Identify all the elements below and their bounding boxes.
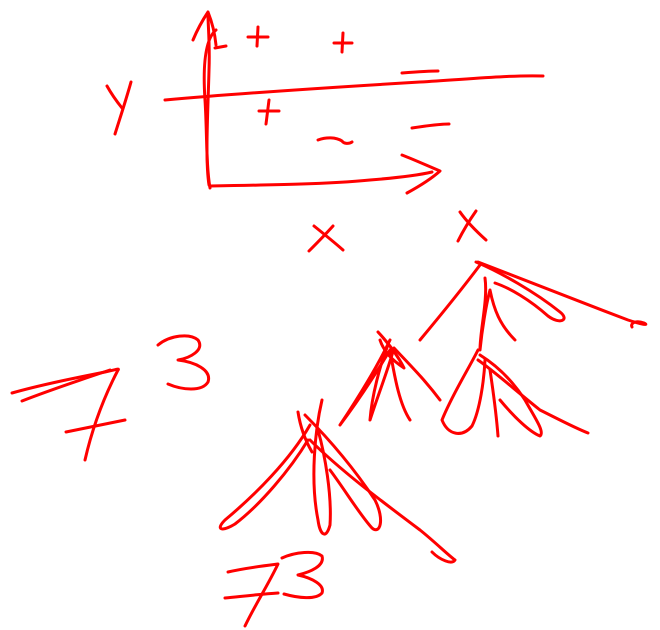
tree-branch-left bbox=[418, 263, 482, 342]
tree-lower-3 bbox=[303, 413, 383, 532]
tree-diagram bbox=[218, 260, 648, 564]
minus-sign-3 bbox=[410, 122, 451, 130]
horizontal-divider-line bbox=[163, 74, 545, 102]
tree-sub-right-3 bbox=[478, 353, 543, 438]
plus-sign-1 bbox=[246, 25, 270, 48]
tree-sub-right-2 bbox=[476, 358, 590, 435]
tree-lower-1 bbox=[218, 423, 312, 531]
number-7 bbox=[10, 367, 127, 462]
tree-loop-right bbox=[474, 260, 566, 323]
number-73 bbox=[223, 550, 324, 628]
minus-sign-1 bbox=[400, 69, 440, 75]
coordinate-axes bbox=[163, 10, 545, 195]
number-3 bbox=[156, 334, 211, 391]
x-label-tree-root bbox=[456, 209, 488, 243]
tree-lower-2 bbox=[312, 398, 332, 536]
number-3-text: 3 bbox=[180, 359, 188, 373]
minus-sign-2 bbox=[316, 136, 354, 145]
x-axis-label bbox=[307, 224, 345, 253]
minus-sign-top-left bbox=[213, 44, 228, 50]
y-axis-label bbox=[105, 80, 133, 136]
tree-sub-right-1 bbox=[440, 348, 487, 435]
x-label-tree-root-text: x bbox=[465, 219, 472, 233]
tree-sub-left-1 bbox=[338, 338, 412, 427]
y-axis-retrace bbox=[202, 28, 218, 190]
minus-sign-text: − bbox=[410, 64, 420, 78]
number-73-text: 73 bbox=[260, 584, 275, 598]
plus-sign-text: + bbox=[258, 29, 268, 43]
tree-trunk-right bbox=[478, 276, 517, 352]
plus-sign-3 bbox=[257, 98, 281, 126]
y-axis-label-text: y bbox=[110, 99, 117, 113]
ink-layer bbox=[10, 10, 648, 628]
tree-branch-right-long bbox=[476, 260, 648, 329]
y-axis-arrow-head bbox=[191, 10, 218, 47]
tree-sub-left-3 bbox=[376, 330, 406, 370]
tree-lower-5 bbox=[296, 410, 314, 454]
x-axis-label-text: x bbox=[320, 229, 327, 243]
x-axis-arrow-head bbox=[400, 153, 442, 195]
number-7-text: 7 bbox=[80, 409, 88, 423]
plus-sign-2 bbox=[332, 31, 354, 54]
x-axis-line bbox=[208, 170, 434, 188]
sign-marks bbox=[213, 25, 451, 145]
tree-lower-4 bbox=[308, 438, 457, 564]
tree-sub-left-2 bbox=[368, 343, 442, 422]
tree-sub-right-4 bbox=[488, 368, 500, 438]
